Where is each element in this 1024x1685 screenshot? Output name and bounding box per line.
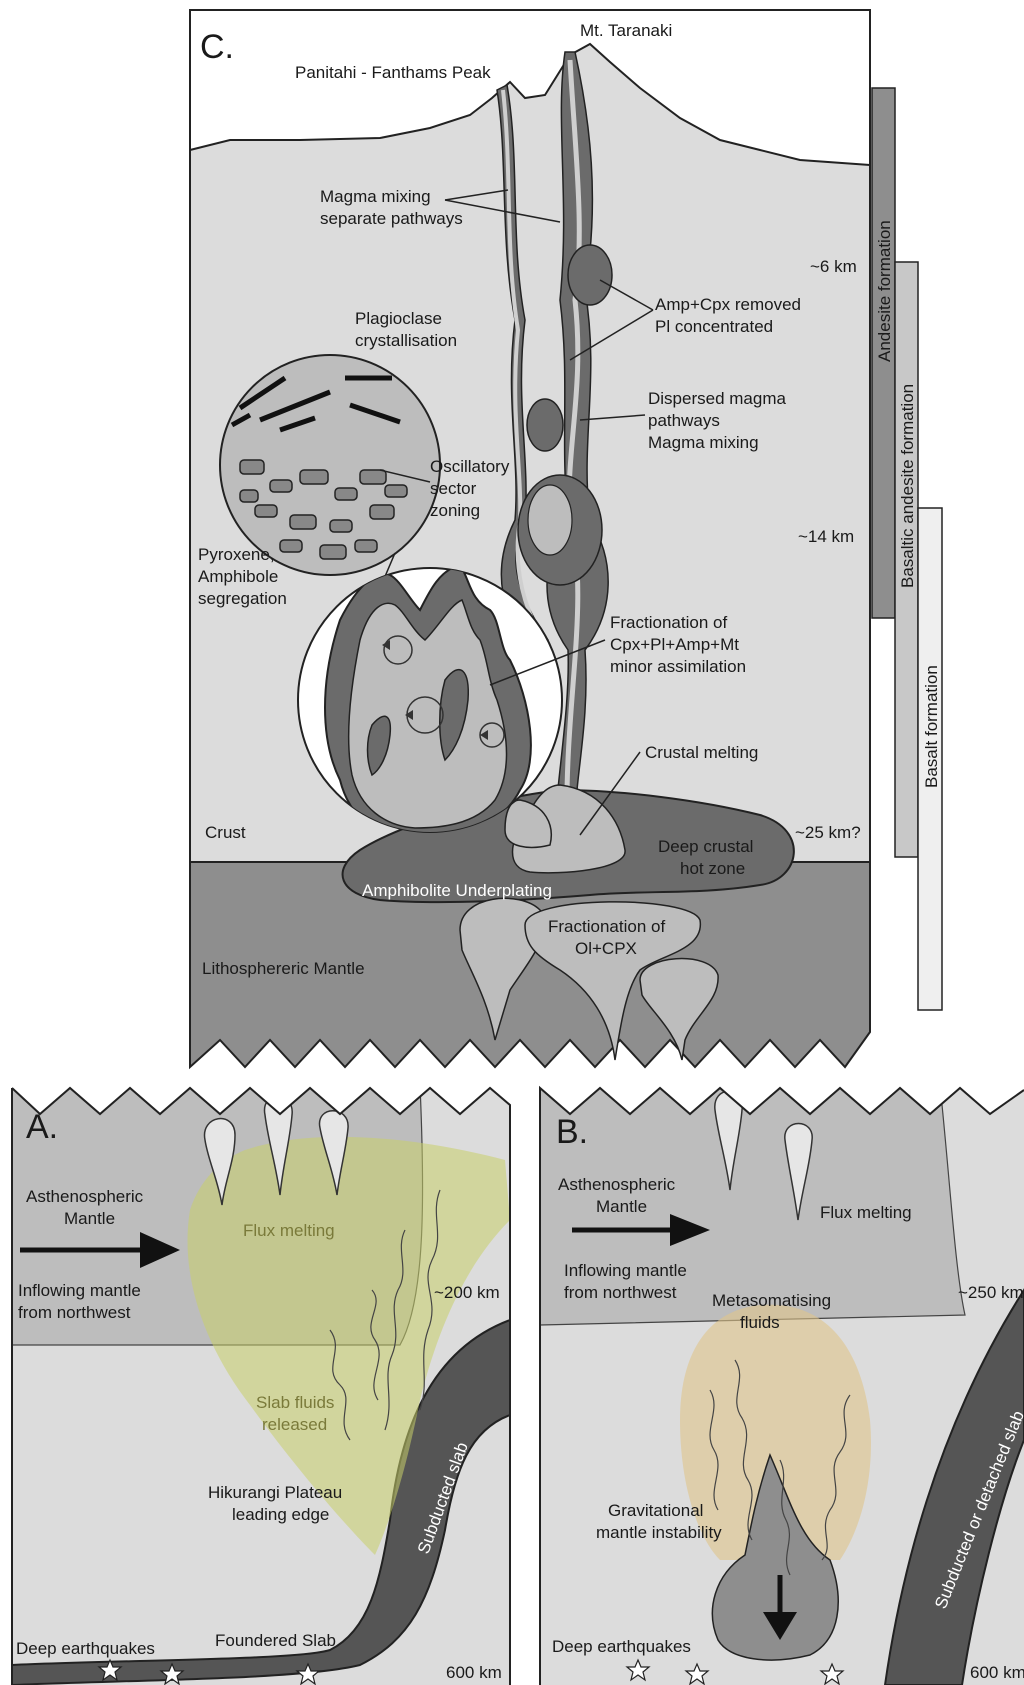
mantle-label-a: Mantle (64, 1209, 115, 1228)
crystallisation-label: crystallisation (355, 331, 457, 350)
panel-a: A. Asthenospheric Mantle Flux melting In… (12, 1085, 512, 1685)
amp-cpx-label: Amp+Cpx removed (655, 295, 801, 314)
from-northwest-label-a: from northwest (18, 1303, 131, 1322)
oscillatory-label: Oscillatory (430, 457, 510, 476)
andesite-formation-label: Andesite formation (875, 220, 894, 362)
sector-label: sector (430, 479, 477, 498)
magma-mixing-2-label: Magma mixing (648, 433, 759, 452)
crust-label: Crust (205, 823, 246, 842)
flux-melting-label-b: Flux melting (820, 1203, 912, 1222)
gravitational-label: Gravitational (608, 1501, 703, 1520)
panel-c: C. Mt. Taranaki Panitahi - Fanthams Peak… (190, 10, 870, 1072)
plagioclase-inset (220, 355, 440, 575)
basalt-formation-label: Basalt formation (922, 665, 941, 788)
fluids-label: fluids (740, 1313, 780, 1332)
hot-zone-label: hot zone (680, 859, 745, 878)
depth-25-km: ~25 km? (795, 823, 861, 842)
mt-taranaki-label: Mt. Taranaki (580, 21, 672, 40)
fractionation-ol-label: Fractionation of (548, 917, 665, 936)
depth-14-km: ~14 km (798, 527, 854, 546)
pl-concentrated-label: Pl concentrated (655, 317, 773, 336)
panel-c-letter: C. (200, 28, 234, 66)
ol-cpx-label: Ol+CPX (575, 939, 637, 958)
flux-melting-label-a: Flux melting (243, 1221, 335, 1240)
mantle-instability-label: mantle instability (596, 1523, 722, 1542)
deep-earthquakes-label-a: Deep earthquakes (16, 1639, 155, 1658)
underplating-label: Amphibolite Underplating (362, 881, 552, 900)
plagioclase-label: Plagioclase (355, 309, 442, 328)
mantle-label-b: Mantle (596, 1197, 647, 1216)
minor-assimilation-label: minor assimilation (610, 657, 746, 676)
fractionation-cpx-label: Fractionation of (610, 613, 727, 632)
inflowing-label-b: Inflowing mantle (564, 1261, 687, 1280)
pathways-label: pathways (648, 411, 720, 430)
depth-600-km-b: 600 km (970, 1663, 1024, 1682)
deep-earthquakes-label-b: Deep earthquakes (552, 1637, 691, 1656)
panel-a-letter: A. (26, 1108, 58, 1146)
separate-pathways-label: separate pathways (320, 209, 463, 228)
depth-200-km: ~200 km (434, 1283, 500, 1302)
basaltic-andesite-label: Basaltic andesite formation (898, 384, 917, 588)
metasomatising-label: Metasomatising (712, 1291, 831, 1310)
lithospheric-mantle-label: Lithosphereric Mantle (202, 959, 365, 978)
formation-bars: Andesite formation Basaltic andesite for… (872, 88, 942, 1010)
fanthams-peak-label: Panitahi - Fanthams Peak (295, 63, 491, 82)
released-label: released (262, 1415, 327, 1434)
asthenospheric-label-b: Asthenospheric (558, 1175, 676, 1194)
panel-b-letter: B. (556, 1113, 588, 1151)
slab-fluids-label: Slab fluids (256, 1393, 334, 1412)
foundered-slab-label: Foundered Slab (215, 1631, 336, 1650)
asthenospheric-label-a: Asthenospheric (26, 1187, 144, 1206)
cpx-pl-amp-mt-label: Cpx+Pl+Amp+Mt (610, 635, 739, 654)
crustal-melting-label: Crustal melting (645, 743, 758, 762)
panel-b: B. Asthenospheric Mantle Flux melting In… (540, 1085, 1024, 1685)
hikurangi-label: Hikurangi Plateau (208, 1483, 342, 1502)
from-northwest-label-b: from northwest (564, 1283, 677, 1302)
depth-250-km: ~250 km (958, 1283, 1024, 1302)
zoning-label: zoning (430, 501, 480, 520)
leading-edge-label: leading edge (232, 1505, 329, 1524)
dispersed-magma-label: Dispersed magma (648, 389, 786, 408)
inflowing-label-a: Inflowing mantle (18, 1281, 141, 1300)
segregation-label: segregation (198, 589, 287, 608)
deep-crustal-label: Deep crustal (658, 837, 753, 856)
magma-mixing-label: Magma mixing (320, 187, 431, 206)
amphibole-label: Amphibole (198, 567, 278, 586)
depth-600-km-a: 600 km (446, 1663, 502, 1682)
depth-6-km: ~6 km (810, 257, 857, 276)
pyroxene-label: Pyroxene, (198, 545, 275, 564)
